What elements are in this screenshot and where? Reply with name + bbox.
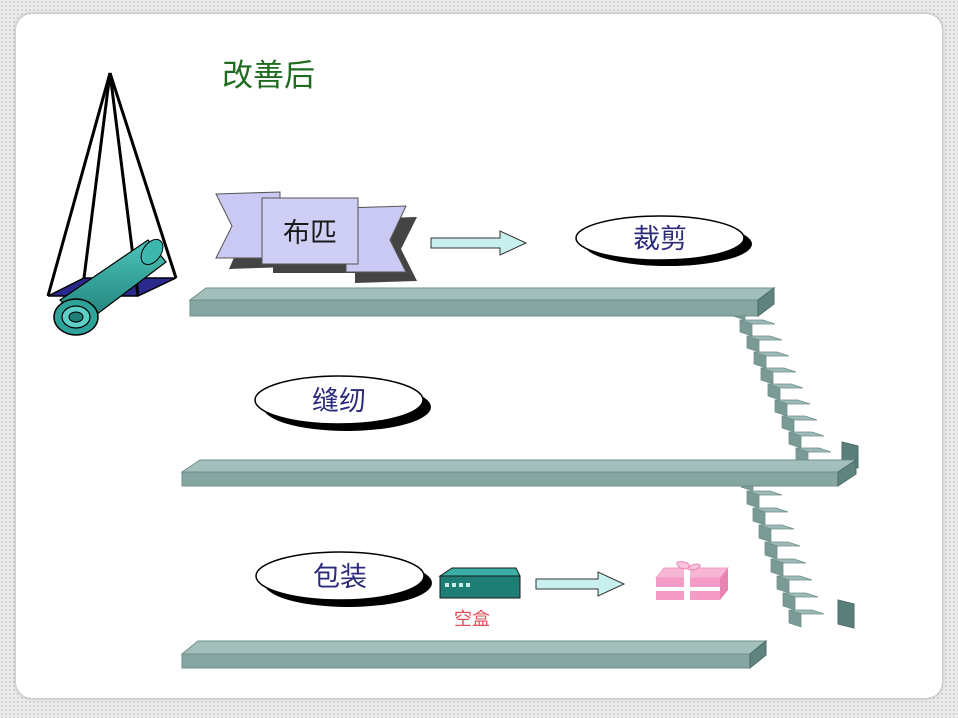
packing-station: 包装 (255, 551, 432, 607)
shelf-top (188, 287, 776, 317)
staircase-lower (740, 473, 855, 629)
cutting-station: 裁剪 (575, 215, 752, 266)
shelf-bottom (180, 639, 768, 670)
empty-box-icon (438, 567, 521, 599)
arrow-right-icon (430, 230, 528, 256)
label-sewing: 缝纫 (312, 386, 366, 417)
label-packing: 包装 (313, 562, 367, 593)
gift-box-icon (654, 561, 730, 600)
label-fabric: 布匹 (283, 218, 337, 249)
page-title: 改善后 (222, 58, 315, 94)
arrow-right-icon-2 (535, 571, 626, 597)
fabric-roll-icon (53, 238, 167, 336)
staircase-upper (732, 303, 859, 469)
fabric-banner: 布匹 (215, 191, 417, 283)
label-empty-box: 空盒 (454, 609, 490, 630)
shelf-middle (180, 459, 858, 487)
label-cutting: 裁剪 (633, 224, 687, 255)
sewing-station: 缝纫 (254, 375, 431, 431)
